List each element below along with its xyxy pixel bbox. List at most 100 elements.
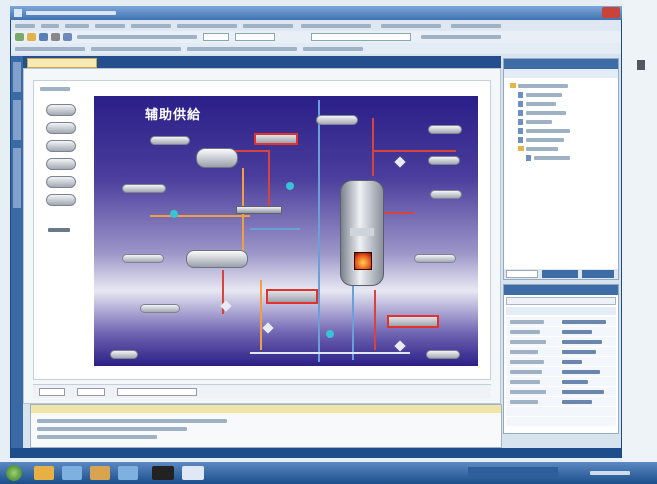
taskbar-app-icon[interactable]	[152, 466, 174, 480]
clock[interactable]	[590, 471, 630, 475]
tree-item[interactable]	[534, 156, 570, 160]
flame-icon	[354, 252, 372, 270]
property-value[interactable]	[562, 350, 596, 354]
menu-item[interactable]	[381, 24, 441, 28]
open-folder-icon[interactable]	[27, 33, 36, 41]
alarm-indicator[interactable]	[387, 315, 439, 328]
property-value[interactable]	[562, 390, 604, 394]
tree-item[interactable]	[526, 102, 556, 106]
menu-item[interactable]	[95, 24, 125, 28]
close-icon[interactable]	[602, 7, 620, 18]
taskbar-app-icon[interactable]	[182, 466, 204, 480]
property-value[interactable]	[562, 330, 592, 334]
document-icon	[518, 128, 523, 134]
property-value[interactable]	[562, 340, 602, 344]
properties-selector[interactable]	[506, 297, 616, 305]
tree-item[interactable]	[526, 111, 566, 115]
source-view-tab[interactable]	[117, 388, 197, 396]
properties-grid[interactable]	[506, 317, 616, 427]
property-name	[510, 390, 546, 394]
toolbar-dropdown[interactable]	[203, 33, 229, 41]
property-value[interactable]	[562, 320, 606, 324]
properties-panel	[503, 284, 619, 434]
property-value[interactable]	[562, 360, 582, 364]
start-button-icon[interactable]	[6, 465, 22, 481]
document-icon	[518, 92, 523, 98]
property-value[interactable]	[562, 400, 592, 404]
property-name	[510, 370, 542, 374]
pump-icon[interactable]	[326, 330, 334, 338]
properties-toolbar	[506, 307, 616, 315]
pipe-blue-vertical	[318, 100, 320, 362]
property-value[interactable]	[562, 370, 600, 374]
nav-button[interactable]	[46, 158, 76, 170]
tag-label	[428, 125, 462, 134]
toolbar-group[interactable]	[303, 47, 363, 51]
explorer-tab[interactable]	[582, 270, 614, 278]
nav-button[interactable]	[46, 140, 76, 152]
property-name	[510, 350, 538, 354]
menu-item[interactable]	[41, 24, 59, 28]
property-name	[510, 330, 540, 334]
toolbar-group[interactable]	[187, 47, 297, 51]
menu-item[interactable]	[131, 24, 171, 28]
explorer-tab[interactable]	[542, 270, 578, 278]
toolbar-group[interactable]	[421, 35, 501, 39]
menu-item[interactable]	[451, 24, 501, 28]
new-file-icon[interactable]	[15, 33, 24, 41]
toolbox-tab[interactable]	[13, 148, 21, 208]
desktop-scrollbar[interactable]	[637, 60, 645, 70]
tree-item[interactable]	[526, 147, 558, 151]
tree-item[interactable]	[526, 93, 562, 97]
toolbar-dropdown[interactable]	[235, 33, 275, 41]
taskbar-app-icon[interactable]	[90, 466, 110, 480]
tree-item[interactable]	[526, 120, 552, 124]
copy-icon[interactable]	[63, 33, 72, 41]
save-icon[interactable]	[39, 33, 48, 41]
pipe-red-horizontal	[372, 150, 456, 152]
taskbar-app-icon[interactable]	[34, 466, 54, 480]
menu-item[interactable]	[177, 24, 237, 28]
nav-button[interactable]	[46, 104, 76, 116]
alarm-indicator[interactable]	[254, 133, 298, 145]
property-value[interactable]	[562, 380, 588, 384]
explorer-tab[interactable]	[506, 270, 538, 278]
tank-icon[interactable]	[196, 148, 238, 168]
pump-icon[interactable]	[170, 210, 178, 218]
page-label	[48, 228, 70, 232]
left-toolbox-strip[interactable]	[11, 56, 23, 454]
document-tab[interactable]	[27, 58, 97, 68]
menu-item[interactable]	[243, 24, 293, 28]
nav-button[interactable]	[46, 176, 76, 188]
toolbar-row-2	[11, 43, 621, 54]
pump-icon[interactable]	[286, 182, 294, 190]
taskbar-app-icon[interactable]	[62, 466, 82, 480]
toolbar-dropdown[interactable]	[311, 33, 411, 41]
tree-item[interactable]	[518, 84, 568, 88]
property-name	[510, 380, 540, 384]
toolbox-tab[interactable]	[13, 62, 21, 92]
menu-item[interactable]	[65, 24, 89, 28]
tree-item[interactable]	[526, 129, 570, 133]
tree-item[interactable]	[526, 138, 564, 142]
output-line	[37, 435, 157, 439]
toolbar-group[interactable]	[91, 47, 181, 51]
menu-item[interactable]	[15, 24, 35, 28]
alarm-indicator[interactable]	[266, 289, 318, 304]
menu-item[interactable]	[301, 24, 371, 28]
split-view-tab[interactable]	[77, 388, 105, 396]
design-view-tab[interactable]	[39, 388, 65, 396]
toolbar-group[interactable]	[77, 35, 197, 39]
cut-icon[interactable]	[51, 33, 60, 41]
pipe-red-vertical	[372, 118, 374, 176]
pipe-red-vertical	[222, 270, 224, 314]
tank-icon[interactable]	[186, 250, 248, 268]
nav-button[interactable]	[46, 194, 76, 206]
nav-button[interactable]	[46, 122, 76, 134]
toolbar-group[interactable]	[15, 47, 85, 51]
property-name	[510, 400, 538, 404]
system-tray[interactable]	[468, 467, 558, 479]
toolbox-tab[interactable]	[13, 100, 21, 140]
taskbar-app-icon[interactable]	[118, 466, 138, 480]
tag-label	[414, 254, 456, 263]
